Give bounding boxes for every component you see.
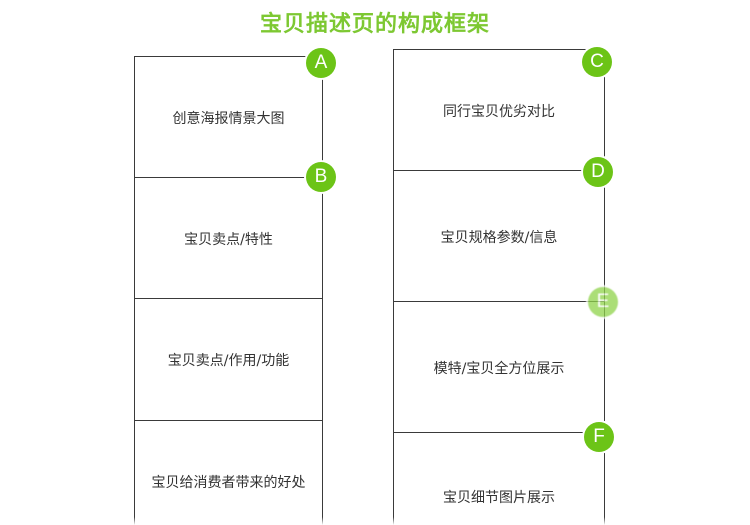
box-e: 模特/宝贝全方位展示 — [394, 301, 604, 433]
box-e-label: 模特/宝贝全方位展示 — [433, 360, 565, 377]
badge-b: B — [306, 162, 336, 192]
box-d-label: 宝贝规格参数/信息 — [440, 229, 558, 246]
bottom-fade — [0, 517, 750, 525]
box-b-2: 宝贝卖点/作用/功能 — [135, 298, 322, 421]
box-f: 宝贝细节图片展示 — [394, 432, 604, 525]
box-b-2-label: 宝贝卖点/作用/功能 — [167, 353, 290, 369]
box-f-label: 宝贝细节图片展示 — [443, 489, 555, 506]
box-b-3-label: 宝贝给消费者带来的好处 — [151, 474, 306, 491]
badge-d: D — [583, 157, 613, 187]
box-d: 宝贝规格参数/信息 — [394, 170, 604, 302]
badge-e: E — [588, 287, 618, 317]
box-a-label: 创意海报情景大图 — [172, 110, 285, 127]
box-b-3: 宝贝给消费者带来的好处 — [135, 420, 322, 525]
box-c-label: 同行宝贝优劣对比 — [443, 103, 555, 120]
page-title: 宝贝描述页的构成框架 — [259, 12, 490, 37]
left-column: 创意海报情景大图 宝贝卖点/特性 宝贝卖点/作用/功能 宝贝给消费者带来的好处 — [134, 56, 323, 525]
box-c: 同行宝贝优劣对比 — [394, 49, 604, 171]
badge-c: C — [582, 47, 612, 77]
badge-f: F — [584, 422, 614, 452]
right-column: 同行宝贝优劣对比 宝贝规格参数/信息 模特/宝贝全方位展示 宝贝细节图片展示 — [393, 49, 605, 525]
box-b: 宝贝卖点/特性 — [135, 177, 322, 299]
box-b-label: 宝贝卖点/特性 — [184, 231, 273, 248]
badge-a: A — [306, 48, 336, 78]
box-a: 创意海报情景大图 — [135, 56, 322, 178]
